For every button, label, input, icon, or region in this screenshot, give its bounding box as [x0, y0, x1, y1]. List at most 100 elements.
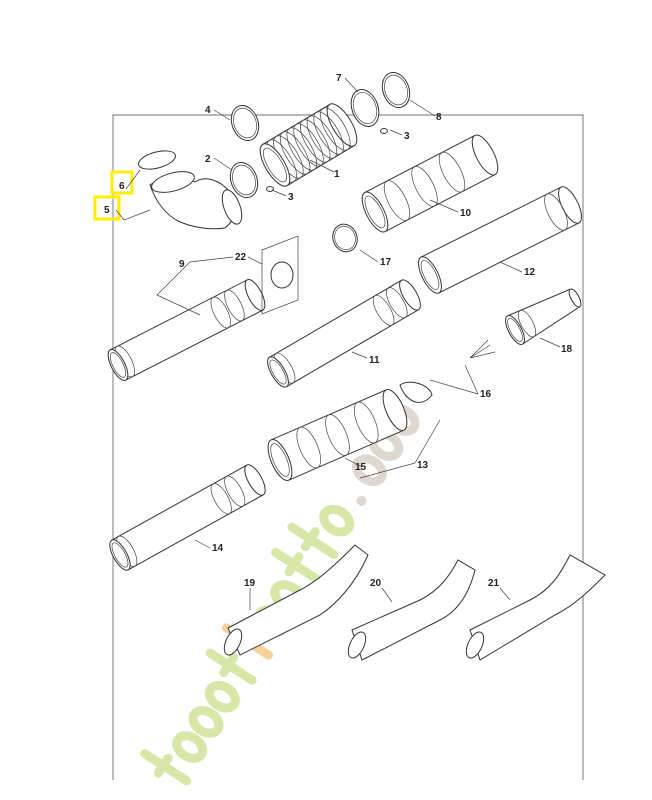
- hose-clamp-part-7[interactable]: [346, 86, 383, 131]
- clamp-band: [230, 105, 260, 141]
- label-19[interactable]: 19: [244, 578, 256, 589]
- tube-ring: [372, 294, 395, 326]
- tube-end: [244, 464, 266, 496]
- label-14[interactable]: 14: [212, 543, 224, 554]
- tube-opening-inner: [270, 443, 290, 477]
- label-20[interactable]: 20: [370, 578, 382, 589]
- watermark-stroke: [287, 522, 339, 559]
- label-22[interactable]: 22: [235, 252, 247, 263]
- tube-ring: [438, 151, 466, 193]
- clamp-band: [381, 72, 411, 108]
- curved-nozzle-part-19[interactable]: [221, 544, 369, 658]
- watermark-glyph: [140, 749, 192, 786]
- tube-opening-inner: [263, 147, 287, 183]
- watermark-stroke: [205, 648, 257, 685]
- tube-part-12[interactable]: [414, 184, 586, 297]
- elbow-outlet: [221, 189, 243, 225]
- label-11[interactable]: 11: [369, 355, 380, 366]
- tube-end: [382, 389, 408, 431]
- hose-clamp-part-2[interactable]: [226, 159, 263, 202]
- screw-part-3[interactable]: [380, 128, 388, 134]
- tube-opening: [361, 191, 389, 233]
- watermark-bowl: [172, 731, 208, 763]
- screw-part-3[interactable]: [266, 186, 274, 192]
- clamp-band: [229, 162, 259, 198]
- flat-nozzle-part-21[interactable]: [463, 554, 606, 661]
- nozzle-body: [227, 544, 369, 656]
- label-10[interactable]: 10: [460, 208, 472, 219]
- label-13[interactable]: 13: [417, 460, 429, 471]
- clamp-inner: [232, 164, 256, 196]
- watermark-bowl: [188, 706, 224, 738]
- watermark-bowl: [351, 454, 387, 487]
- tube-ring: [517, 309, 537, 338]
- label-3[interactable]: 3: [288, 192, 294, 203]
- hose-clamp-part-4[interactable]: [227, 102, 264, 145]
- ring-part-8[interactable]: [378, 69, 415, 112]
- tube-part-9[interactable]: [104, 277, 269, 383]
- watermark-stroke: [140, 749, 192, 786]
- louvered-tube-part-10[interactable]: [357, 131, 503, 235]
- label-16[interactable]: 16: [480, 389, 492, 400]
- cable-part-16[interactable]: [399, 381, 433, 403]
- tube-ring: [386, 287, 408, 319]
- label-17[interactable]: 17: [380, 257, 392, 268]
- label-5[interactable]: 5: [104, 205, 110, 216]
- tube-ring: [313, 111, 344, 155]
- label-1[interactable]: 1: [334, 169, 340, 180]
- tube-end: [471, 134, 499, 176]
- nozzle-opening: [465, 631, 485, 659]
- tube-ring: [286, 127, 317, 171]
- tube-ring: [224, 475, 246, 507]
- diagram-frame: [112, 114, 584, 780]
- nozzle-body: [469, 554, 606, 661]
- label-18[interactable]: 18: [561, 344, 573, 355]
- elbow-inlet: [151, 171, 195, 193]
- leader-lines: [115, 77, 561, 610]
- watermark-stroke: [271, 547, 322, 585]
- label-2[interactable]: 2: [205, 154, 211, 165]
- tube-ring: [210, 483, 232, 515]
- louvered-tube-part-15[interactable]: [263, 386, 412, 483]
- bracket-plate: [261, 235, 299, 315]
- bracket-clamp: [270, 261, 294, 289]
- label-15[interactable]: 15: [355, 462, 367, 473]
- tube-body: [420, 186, 580, 294]
- watermark-glyph: [205, 648, 257, 685]
- tube-end: [244, 279, 266, 311]
- label-3[interactable]: 3: [404, 131, 410, 142]
- label-8[interactable]: 8: [436, 112, 442, 123]
- label-7[interactable]: 7: [336, 73, 342, 84]
- tube-ring: [279, 131, 311, 175]
- watermark-glyph: [319, 504, 355, 537]
- tube-part-14[interactable]: [106, 462, 269, 573]
- label-12[interactable]: 12: [524, 267, 536, 278]
- tube-body: [109, 279, 264, 381]
- tube-ring: [411, 166, 438, 207]
- nozzle-opening: [223, 628, 243, 656]
- tube-ring: [210, 296, 231, 329]
- nozzle-part-18[interactable]: [502, 287, 583, 347]
- tube-ring: [224, 289, 245, 322]
- flexible-hose-part-1[interactable]: [254, 99, 362, 190]
- clamp-inner: [233, 107, 257, 139]
- tube-part-11[interactable]: [264, 277, 425, 390]
- label-9[interactable]: 9: [179, 259, 185, 270]
- tube-opening: [109, 539, 131, 571]
- bracket-part-22[interactable]: [261, 235, 299, 315]
- ring-part-17[interactable]: [329, 221, 361, 256]
- label-4[interactable]: 4: [205, 105, 211, 116]
- label-6[interactable]: 6: [119, 181, 125, 192]
- tube-end: [326, 103, 358, 147]
- o-ring-part-6[interactable]: [137, 147, 178, 172]
- clamp-inner: [384, 74, 408, 106]
- tube-opening: [267, 439, 293, 481]
- watermark-glyph: [271, 547, 322, 585]
- tube-ring: [296, 426, 322, 469]
- curved-nozzle-part-20[interactable]: [345, 559, 476, 661]
- tube-end: [399, 279, 421, 311]
- cable-wires: [469, 339, 496, 359]
- watermark-bowl: [204, 680, 240, 713]
- label-21[interactable]: 21: [488, 578, 500, 589]
- tube-opening-inner: [507, 318, 523, 342]
